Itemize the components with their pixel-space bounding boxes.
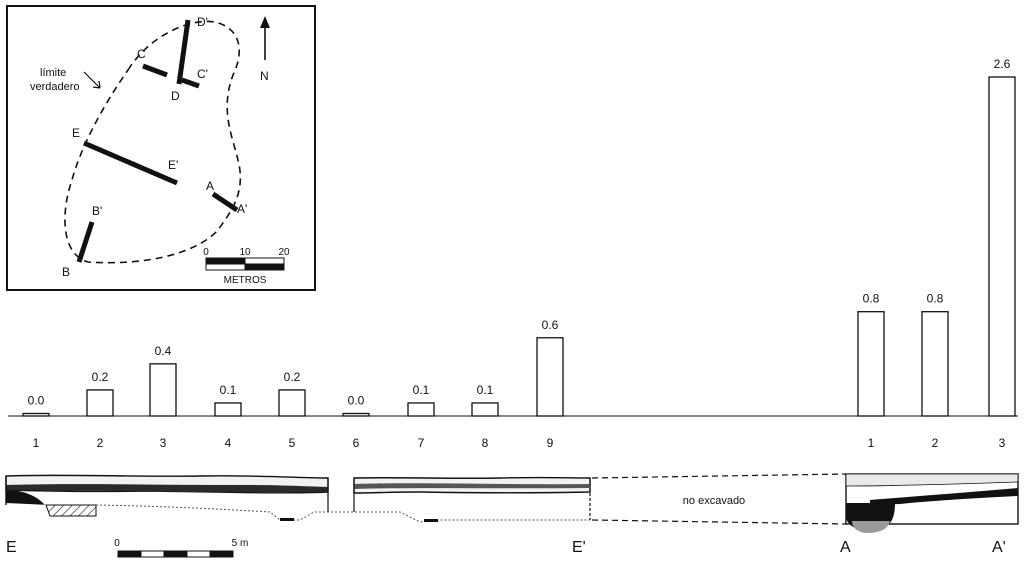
- bar-category-label: 1: [33, 436, 40, 450]
- point-label-b: B: [62, 265, 70, 279]
- point-label-e-prime: E': [168, 158, 178, 172]
- boundary-label-line1: límite: [40, 67, 66, 79]
- point-label-a-prime: A': [237, 202, 247, 216]
- bar-category-label: 2: [97, 436, 104, 450]
- bar-category-label: 6: [353, 436, 360, 450]
- section-line-c: [142, 63, 168, 78]
- north-label: N: [260, 69, 269, 83]
- bar-e-9: [536, 337, 564, 417]
- bar-category-label: 3: [160, 436, 167, 450]
- map-scale-tick-10: 10: [239, 247, 251, 258]
- bar-category-label: 8: [482, 436, 489, 450]
- bar-e-5: [278, 389, 306, 417]
- section-line-c-short: [181, 77, 200, 89]
- section-profile: no excavado E E' A A' 0 5 m: [5, 473, 1019, 558]
- point-label-d: D: [171, 89, 180, 103]
- bar-e-3: [149, 363, 177, 417]
- bar-value-label: 0.6: [542, 318, 559, 332]
- point-label-b-prime: B': [92, 204, 102, 218]
- profile-a-grey-pit: [852, 521, 890, 533]
- north-arrow-icon: [260, 16, 270, 60]
- map-scale-bar: [205, 257, 285, 271]
- not-excavated-label: no excavado: [683, 495, 745, 507]
- profile-end-label-a: A: [840, 539, 851, 556]
- profile-end-label-a-prime: A': [992, 539, 1006, 556]
- profile-e-floor-dotted: [95, 504, 590, 523]
- bar-category-label: 7: [418, 436, 425, 450]
- bar-e-2: [86, 389, 114, 417]
- section-line-e: [83, 140, 178, 186]
- bar-value-label: 0.1: [413, 383, 430, 397]
- bar-value-label: 0.8: [863, 292, 880, 306]
- profile-end-label-e-prime: E': [572, 539, 586, 556]
- profile-e-dark-nub-1: [280, 518, 294, 521]
- bar-value-label: 0.0: [348, 394, 365, 408]
- section-line-a: [211, 191, 239, 213]
- profile-scale-zero: 0: [114, 538, 120, 549]
- boundary-label-line2: verdadero: [30, 81, 80, 93]
- site-map-inset: límite verdadero N D' C C' D E E' A A' B…: [6, 5, 316, 291]
- bar-category-label: 5: [289, 436, 296, 450]
- profile-scale-bar: [117, 550, 234, 558]
- bar-value-label: 0.1: [220, 383, 237, 397]
- profile-a-dark-layer: [870, 488, 1018, 505]
- bar-category-label: 1: [868, 436, 875, 450]
- site-boundary: [64, 20, 242, 264]
- bar-a-3: [988, 76, 1016, 417]
- boundary-pointer-arrow: [83, 71, 101, 89]
- point-label-c: C: [137, 47, 146, 61]
- point-label-a: A: [206, 179, 214, 193]
- profile-end-label-e: E: [6, 539, 17, 556]
- point-label-c-prime: C': [197, 67, 208, 81]
- map-scale-unit: METROS: [224, 275, 267, 286]
- bar-value-label: 0.2: [284, 370, 301, 384]
- profile-e-dark-nub-2: [424, 519, 438, 522]
- bar-value-label: 0.4: [155, 344, 172, 358]
- map-frame: [6, 5, 316, 291]
- profile-e-pit-hatched: [45, 504, 97, 517]
- bar-chart: 0.0 1 0.2 2 0.4 3 0.1 4 0.2 5 0.0 6 0.1 7 0.1 8 0.6 9 0.8 1…: [22, 57, 1016, 450]
- bar-category-label: 9: [547, 436, 554, 450]
- profile-not-excavated-outline: [591, 473, 847, 525]
- profile-scale-five: 5 m: [232, 538, 249, 549]
- bar-value-label: 0.2: [92, 370, 109, 384]
- section-line-d: [176, 19, 191, 85]
- profile-e-left-dark-pit: [6, 490, 50, 505]
- profile-e-right-band: [354, 483, 590, 489]
- bar-category-label: 2: [932, 436, 939, 450]
- point-label-d-prime: D': [197, 15, 208, 29]
- map-scale-tick-20: 20: [278, 247, 290, 258]
- bar-category-label: 4: [225, 436, 232, 450]
- bar-value-label: 0.0: [28, 394, 45, 408]
- bar-a-1: [857, 311, 885, 417]
- bar-a-2: [921, 311, 949, 417]
- bar-e-7: [407, 402, 435, 417]
- profile-a-top-layer: [845, 473, 1019, 487]
- bar-value-label: 0.1: [477, 383, 494, 397]
- bar-e-4: [214, 402, 242, 417]
- bar-value-label: 2.6: [994, 57, 1011, 71]
- bar-category-label: 3: [999, 436, 1006, 450]
- point-label-e: E: [72, 126, 80, 140]
- profile-e-left-dark-layer: [6, 484, 328, 493]
- bar-value-label: 0.8: [927, 292, 944, 306]
- section-line-b: [76, 221, 95, 263]
- bar-e-8: [471, 402, 499, 417]
- map-scale-tick-0: 0: [203, 247, 209, 258]
